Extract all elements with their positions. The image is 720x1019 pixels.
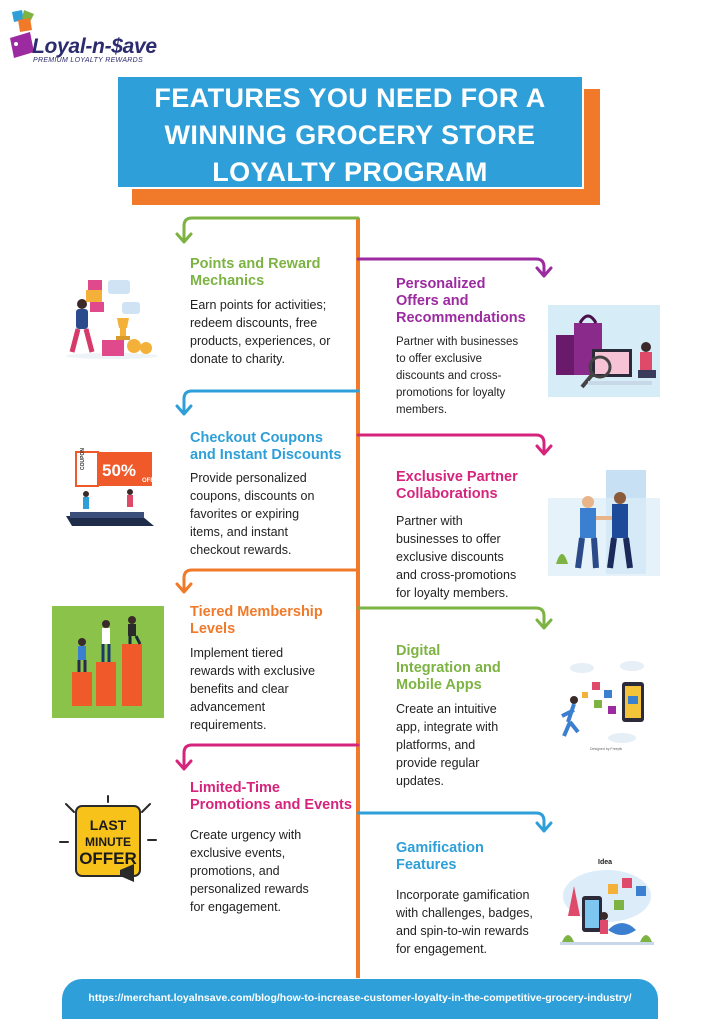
connector-blue-2 (356, 811, 546, 831)
timeline-spine (356, 218, 360, 978)
connector-purple (356, 257, 546, 276)
feature-coupons-body: Provide personalized coupons, discounts … (190, 471, 315, 557)
feature-personalized-body: Partner with businesses to offer exclusi… (396, 336, 519, 416)
idea-label: Idea (598, 859, 612, 866)
mobile-app-illustration: Designed by Freepik (561, 661, 644, 751)
coupon-word: COUPON (80, 448, 86, 470)
feature-limited-body: Create urgency with exclusive events, pr… (190, 828, 309, 914)
podium-illustration (52, 606, 164, 718)
badge-line-1: LAST (90, 817, 127, 833)
connector-magenta-2 (182, 743, 360, 769)
brand-tagline: PREMIUM LOYALTY REWARDS (33, 57, 143, 64)
connector-orange (182, 568, 360, 592)
feature-partner-heading: Exclusive Partner Collaborations (396, 469, 518, 502)
title-banner (116, 75, 584, 189)
title-line-3: LOYALTY PROGRAM (212, 157, 488, 187)
freepik-credit: Designed by Freepik (590, 747, 622, 751)
shopper-illustration (66, 280, 158, 359)
feature-personalized-heading: Personalized Offers and Recommendations (396, 276, 526, 326)
feature-gamification-body: Incorporate gamification with challenges… (396, 888, 533, 956)
feature-partner-body: Partner with businesses to offer exclusi… (396, 514, 517, 600)
badge-line-2: MINUTE (85, 835, 131, 849)
last-minute-offer-badge: LAST MINUTE OFFER (59, 795, 157, 882)
shopping-bags-illustration (548, 305, 660, 397)
feature-limited-heading: Limited-Time Promotions and Events (190, 780, 352, 813)
feature-gamification-heading: Gamification Features (396, 840, 484, 873)
feature-points-heading: Points and Reward Mechanics (190, 256, 321, 289)
tag-icon (10, 10, 34, 58)
feature-digital-body: Create an intuitive app, integrate with … (396, 702, 499, 788)
title-line-1: FEATURES YOU NEED FOR A (154, 83, 546, 113)
connector-green-2 (356, 606, 546, 628)
feature-digital-heading: Digital Integration and Mobile Apps (396, 643, 501, 693)
feature-tiered-body: Implement tiered rewards with exclusive … (190, 646, 316, 732)
brand-name: Loyal-n-$ave (32, 35, 157, 58)
feature-tiered-heading: Tiered Membership Levels (190, 604, 323, 637)
connector-magenta-1 (356, 433, 546, 454)
coupon-phone-illustration: COUPON 50% OFF (66, 448, 154, 526)
gaming-illustration: Idea (560, 859, 654, 945)
badge-line-3: OFFER (79, 849, 137, 868)
coupon-off: OFF (142, 478, 154, 484)
title-line-2: WINNING GROCERY STORE (164, 120, 536, 150)
feature-coupons-heading: Checkout Coupons and Instant Discounts (190, 430, 342, 463)
connector-blue-1 (182, 389, 360, 414)
feature-points-body: Earn points for activities; redeem disco… (190, 298, 331, 366)
handshake-illustration (548, 468, 660, 576)
page-title: FEATURES YOU NEED FOR A WINNING GROCERY … (116, 80, 584, 191)
footer-url-link[interactable]: https://merchant.loyalnsave.com/blog/how… (88, 992, 632, 1004)
connector-green-1 (182, 216, 360, 242)
footer-bar (62, 979, 658, 1019)
coupon-discount: 50% (102, 461, 136, 480)
